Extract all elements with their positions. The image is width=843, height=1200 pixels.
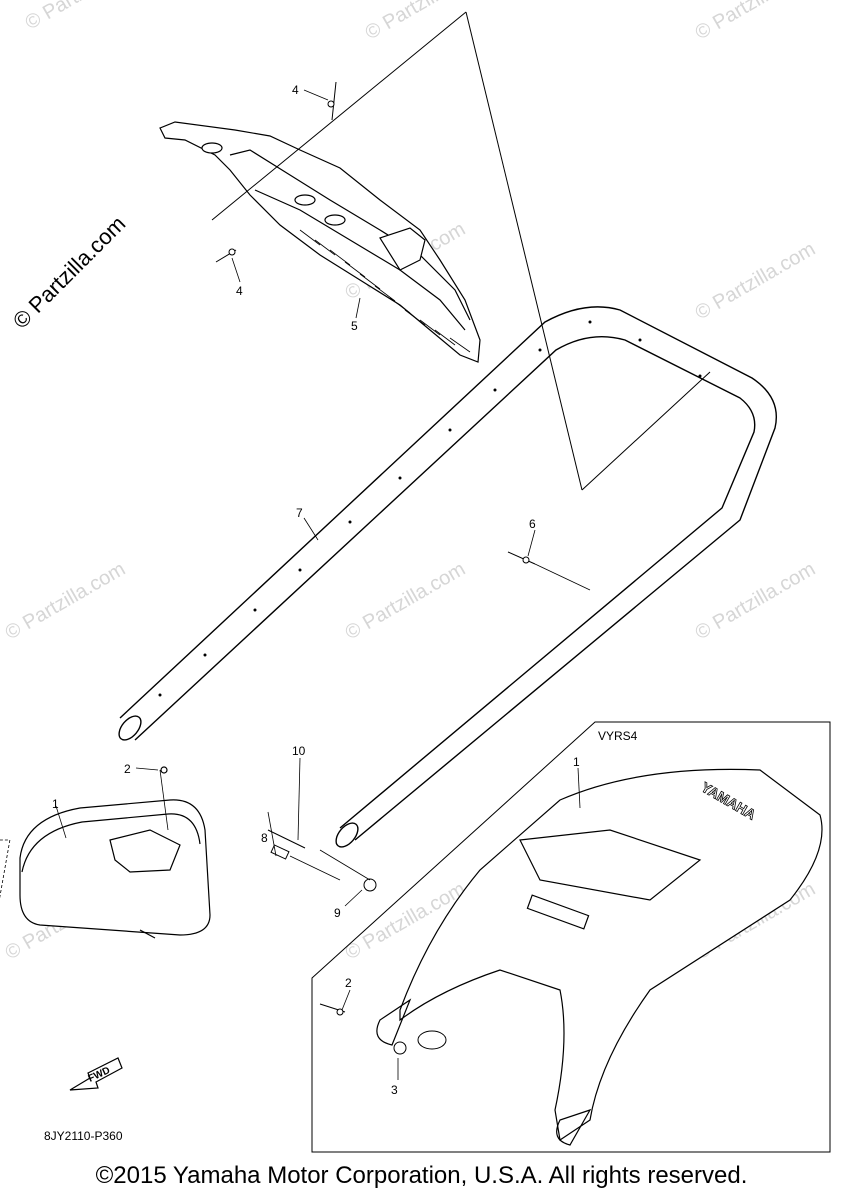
callout-2: 2 — [124, 762, 131, 776]
callout-9: 9 — [334, 906, 341, 920]
watermark: © Partzilla.com — [362, 0, 490, 44]
part-7-tube — [118, 306, 777, 848]
callout-7: 7 — [296, 506, 303, 520]
callout-6: 6 — [529, 517, 536, 531]
callout-3: 3 — [391, 1083, 398, 1097]
bolt-icon — [267, 829, 377, 892]
rivet-icon — [507, 551, 591, 591]
callout-4: 4 — [236, 284, 243, 298]
callout-4: 4 — [292, 83, 299, 97]
watermark: © Partzilla.com — [342, 558, 470, 644]
part-1-seat-pad — [0, 766, 211, 939]
inset-label: VYRS4 — [598, 729, 638, 743]
watermark: © Partzilla.com — [692, 0, 820, 44]
watermark: © Partzilla.com — [2, 558, 130, 644]
callout-10: 10 — [292, 744, 306, 758]
inset-vyrs4: VYRS4 YAMAHA — [311, 721, 831, 1153]
callout-8: 8 — [261, 831, 268, 845]
watermark-dark: © Partzilla.com — [8, 211, 131, 334]
fwd-arrow-icon: FWD — [69, 1057, 123, 1091]
callouts: 4 4 5 7 6 10 8 9 2 1 1 2 3 — [52, 83, 581, 1097]
part-5-rear-guard — [159, 121, 481, 363]
part-1-seat: YAMAHA — [376, 768, 823, 1146]
watermark: © Partzilla.com — [22, 0, 150, 34]
fwd-label: FWD — [87, 1065, 112, 1085]
copyright-text: ©2015 Yamaha Motor Corporation, U.S.A. A… — [95, 1162, 748, 1189]
rivet-icon — [215, 81, 337, 263]
callout-2: 2 — [345, 976, 352, 990]
callout-1: 1 — [573, 755, 580, 769]
fastener-icon — [319, 1003, 447, 1055]
watermark: © Partzilla.com — [692, 238, 820, 324]
callout-1: 1 — [52, 797, 59, 811]
callout-5: 5 — [351, 319, 358, 333]
perspective-leader-lines — [211, 11, 711, 491]
diagram-code: 8JY2110-P360 — [44, 1129, 123, 1143]
watermark: © Partzilla.com — [692, 558, 820, 644]
